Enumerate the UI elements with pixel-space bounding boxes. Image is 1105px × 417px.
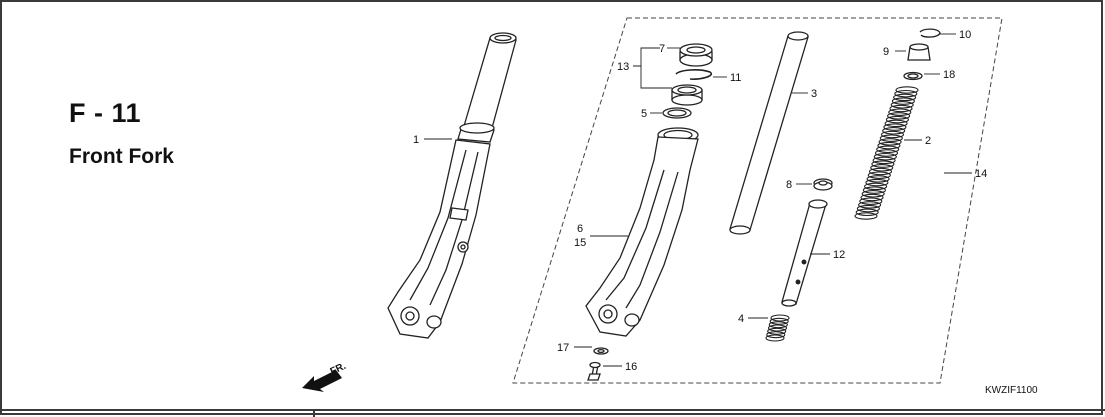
spring-coil [874, 149, 899, 157]
back-up-ring-illustration [662, 107, 692, 119]
spring-coil [868, 167, 893, 176]
spring-coil [890, 101, 914, 109]
callout-3: 3 [811, 88, 817, 100]
assembly-boundary [512, 17, 1003, 384]
front-direction-label: FR. [329, 361, 348, 378]
callout-6: 6 [577, 223, 583, 235]
inner-tube-illustration [729, 31, 809, 235]
callout-17: 17 [557, 342, 569, 354]
diagram-reference-code: KWZIF1100 [985, 385, 1038, 396]
spring-coil [864, 182, 888, 191]
callout-14: 14 [975, 168, 987, 180]
spring-coil [766, 331, 786, 339]
callout-9: 9 [883, 46, 889, 58]
callout-10: 10 [959, 29, 971, 41]
spring-coil [855, 208, 879, 217]
callout-13: 13 [617, 61, 629, 73]
spring-coil [873, 152, 897, 161]
spring-coil [871, 160, 895, 168]
spring-coil [872, 156, 896, 165]
spring-coil [885, 115, 909, 124]
callout-15: 15 [574, 237, 586, 249]
oil-seal-illustration [671, 84, 703, 106]
spring-coil [867, 171, 891, 179]
spring-coil [865, 178, 889, 187]
spring-coil [767, 324, 788, 332]
spring-coil [884, 119, 908, 128]
fork-spring-illustration [854, 86, 919, 220]
spring-coil [895, 86, 919, 94]
callout-8: 8 [786, 179, 792, 191]
fork-piston-illustration [781, 199, 828, 307]
spring-coil [891, 97, 915, 105]
spring-coil [893, 93, 917, 102]
spring-coil [768, 321, 788, 329]
spring-coil [860, 193, 884, 202]
callout-18: 18 [943, 69, 955, 81]
callout-5: 5 [641, 108, 647, 120]
spring-coil [878, 138, 902, 146]
callout-2: 2 [925, 135, 931, 147]
spring-coil [882, 127, 906, 135]
callout-labels: 1 2 3 4 5 6 15 7 13 11 8 9 10 12 14 16 1… [413, 29, 987, 373]
spring-coil [889, 104, 913, 113]
section-code: F - 11 [69, 98, 142, 128]
fork-assembly-illustration [387, 32, 517, 339]
bottom-divider-tick [313, 409, 315, 417]
callout-1: 1 [413, 134, 419, 146]
spring-coil [883, 123, 907, 131]
callout-11: 11 [730, 72, 741, 84]
bottom-divider [0, 409, 1105, 411]
spring-coil [767, 327, 787, 335]
callout-12: 12 [833, 249, 845, 261]
front-direction-arrow: FR. [302, 361, 348, 392]
callout-7: 7 [659, 43, 665, 55]
leader-lines [424, 33, 972, 367]
spring-coil [859, 197, 883, 205]
callout-16: 16 [625, 361, 637, 373]
spring-coil [856, 204, 880, 213]
spring-coil [854, 212, 878, 220]
dust-seal-illustration [679, 43, 713, 67]
spring-coil [894, 89, 918, 98]
spring-coil [765, 334, 785, 342]
socket-bolt-illustration [587, 361, 601, 381]
bottom-case-illustration [585, 127, 699, 337]
piston-seat-illustration [813, 178, 833, 191]
spring-coil [887, 112, 911, 120]
spring-coil [877, 141, 901, 150]
circlip-illustration [675, 69, 713, 80]
top-bolt-group-illustration [903, 28, 941, 81]
washer-illustration [593, 347, 609, 355]
spring-coil [769, 317, 789, 325]
spring-coil [880, 130, 905, 139]
spring-coil [879, 134, 903, 142]
spring-coil [858, 201, 882, 209]
spring-coil [870, 164, 894, 172]
spring-coil [888, 108, 912, 116]
spring-coil [861, 190, 885, 198]
spring-coil [876, 145, 900, 154]
spring-coil [770, 314, 790, 322]
spring-coil [862, 186, 886, 194]
rebound-spring-illustration [765, 314, 790, 342]
callout-4: 4 [738, 313, 744, 325]
section-title: Front Fork [69, 145, 174, 168]
spring-coil [866, 175, 890, 183]
